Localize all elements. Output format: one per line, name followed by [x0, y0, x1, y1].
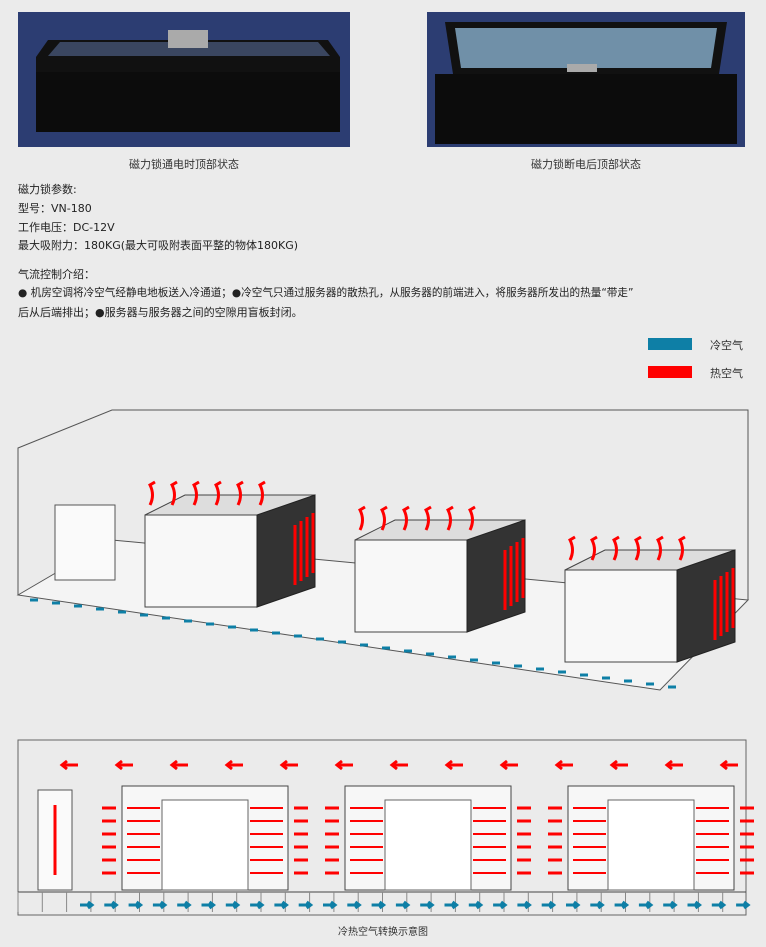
cold-air-arrow: [517, 900, 532, 910]
hot-air-arrow: [192, 480, 200, 506]
diagram-frame: [17, 739, 747, 916]
cold-air-arrow: [444, 900, 459, 910]
hot-air-arrow: [169, 759, 188, 771]
lock-voltage: 工作电压：DC-12V: [18, 221, 115, 234]
cold-air-arrow: [201, 900, 216, 910]
hot-air-arrow: [590, 535, 598, 561]
lock-powered-photo: [18, 12, 350, 147]
cold-air-arrow: [152, 900, 168, 910]
cold-air-arrow: [177, 900, 192, 910]
cold-air-arrow: [347, 900, 362, 910]
lock-params-heading: 磁力锁参数:: [18, 183, 77, 196]
hot-air-arrow: [719, 759, 738, 771]
cold-air-arrow: [687, 900, 702, 910]
hot-air-arrow: [224, 759, 243, 771]
hot-air-arrow: [258, 480, 266, 506]
cold-air-arrow: [323, 900, 338, 910]
hot-air-arrow: [656, 535, 664, 561]
hot-air-arrow: [664, 759, 683, 771]
hot-air-arrow: [334, 759, 353, 771]
cold-air-arrow: [614, 900, 630, 910]
cold-air-arrow: [274, 900, 289, 910]
hot-air-arrow: [609, 759, 628, 771]
airflow-line-2: 后从后端排出；●服务器与服务器之间的空隙用盲板封闭。: [18, 306, 303, 319]
cold-air-arrow: [104, 900, 119, 910]
cabinet-front: [354, 539, 468, 633]
hot-air-arrow: [214, 480, 222, 506]
hot-air-arrow: [380, 505, 388, 531]
hot-air-arrow: [499, 759, 518, 771]
hot-air-arrow: [444, 759, 463, 771]
legend-cold-label: 冷空气: [710, 339, 743, 352]
datacenter-3d-diagram: [16, 409, 750, 691]
hot-air-arrow: [612, 535, 620, 561]
cold-air-arrow: [420, 900, 435, 910]
lock-model: 型号：VN-180: [18, 202, 92, 215]
hot-air-arrow: [59, 759, 78, 771]
hot-air-arrow: [114, 759, 133, 771]
hot-air-arrow: [148, 480, 156, 506]
cold-air-arrow: [736, 900, 751, 910]
cold-air-arrow: [590, 900, 605, 910]
cold-air-arrow: [128, 900, 144, 910]
airflow-line-1: ● 机房空调将冷空气经静电地板送入冷通道；●冷空气只通过服务器的散热孔，从服务器…: [18, 287, 634, 299]
cold-air-arrow: [663, 900, 678, 910]
cold-air-arrow: [638, 900, 654, 910]
diagram-caption: 冷热空气转换示意图: [338, 927, 428, 938]
cold-air-arrow: [225, 900, 241, 910]
ac-unit: [54, 504, 116, 581]
cabinet-door: [384, 799, 472, 891]
hot-air-arrow: [634, 535, 642, 561]
cabinet-door: [161, 799, 249, 891]
airflow-heading: 气流控制介绍：: [18, 268, 95, 281]
hot-air-arrow: [446, 505, 454, 531]
hot-air-arrow: [468, 505, 476, 531]
lock-force: 最大吸附力：180KG(最大可吸附表面平整的物体180KG): [18, 239, 299, 252]
photo-caption-1: 磁力锁通电时顶部状态: [129, 158, 239, 171]
hot-air-arrow: [279, 759, 298, 771]
cold-air-arrow: [468, 900, 484, 910]
cold-air-arrow: [493, 900, 508, 910]
room-wall: [17, 409, 749, 600]
hot-air-arrow: [554, 759, 573, 771]
hot-air-arrow: [424, 505, 432, 531]
cold-air-arrow: [250, 900, 265, 910]
legend-cold-swatch: [648, 338, 692, 350]
cabinet-front: [564, 569, 678, 663]
hot-air-arrow: [402, 505, 410, 531]
lock-unpowered-photo: [427, 12, 745, 147]
cold-air-arrow: [80, 900, 95, 910]
photo-caption-2: 磁力锁断电后顶部状态: [531, 158, 641, 171]
hot-air-arrow: [568, 535, 576, 561]
hot-air-arrow: [678, 535, 686, 561]
hot-air-arrow: [389, 759, 408, 771]
cold-air-arrow: [298, 900, 314, 910]
hot-air-arrow: [170, 480, 178, 506]
cold-air-arrow: [541, 900, 557, 910]
cabinet-door: [607, 799, 695, 891]
hot-air-arrow: [358, 505, 366, 531]
legend-hot-label: 热空气: [710, 367, 743, 380]
cold-air-arrow: [711, 900, 727, 910]
hot-air-arrow: [236, 480, 244, 506]
cabinet-front: [144, 514, 258, 608]
cold-air-arrow: [566, 900, 581, 910]
legend-hot-swatch: [648, 366, 692, 378]
cold-air-arrow: [371, 900, 387, 910]
cold-air-arrow: [395, 900, 411, 910]
